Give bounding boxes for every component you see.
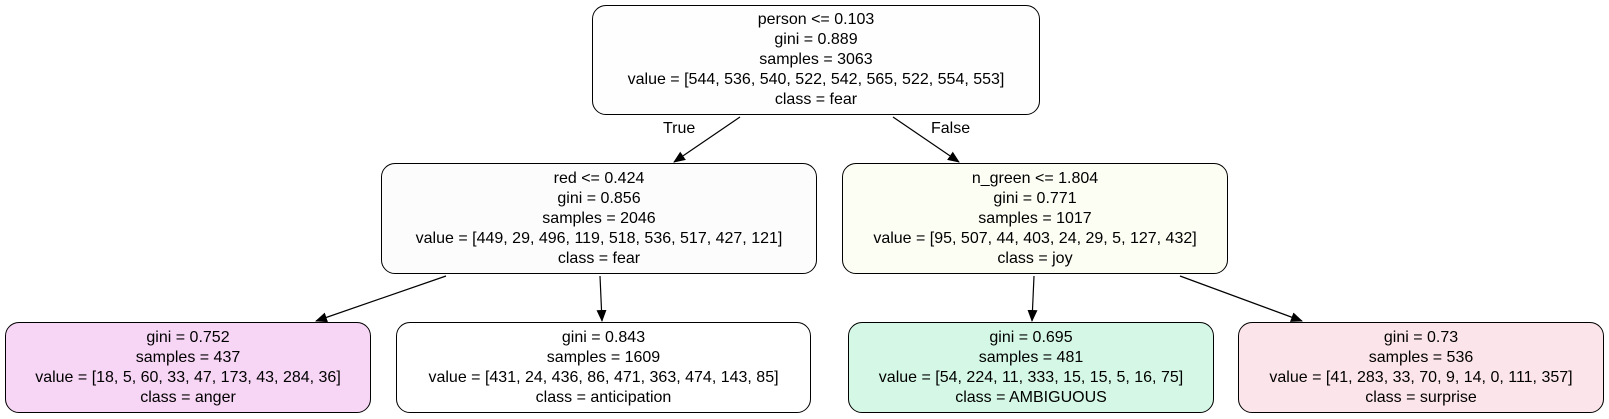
- node-class-text: class = fear: [557, 249, 641, 267]
- node-samples-text: samples = 536: [1368, 348, 1474, 366]
- node-samples-text: samples = 2046: [542, 209, 656, 227]
- node-class-text: class = surprise: [1365, 388, 1477, 406]
- tree-node-leaf-surprise: gini = 0.73 samples = 536 value = [41, 283…: [1238, 322, 1604, 413]
- node-samples-text: samples = 1017: [978, 209, 1092, 227]
- tree-node-leaf-ambiguous: gini = 0.695 samples = 481 value = [54, 22…: [848, 322, 1214, 413]
- node-value-text: value = [449, 29, 496, 119, 518, 536, 51…: [415, 229, 783, 247]
- node-split-text: red <= 0.424: [553, 169, 645, 187]
- node-samples-text: samples = 437: [135, 348, 241, 366]
- edge-label-false: False: [931, 120, 971, 137]
- node-samples-text: samples = 1609: [546, 348, 661, 366]
- tree-node-root: person <= 0.103 gini = 0.889 samples = 306…: [592, 5, 1040, 115]
- node-value-text: value = [54, 224, 11, 333, 15, 15, 5, 16…: [878, 368, 1184, 386]
- node-gini-text: gini = 0.752: [146, 328, 230, 346]
- node-class-text: class = joy: [997, 249, 1073, 267]
- tree-node-right: n_green <= 1.804 gini = 0.771 samples = 10…: [842, 163, 1228, 274]
- node-gini-text: gini = 0.771: [993, 189, 1077, 207]
- node-samples-text: samples = 481: [978, 348, 1084, 366]
- node-gini-text: gini = 0.889: [774, 31, 858, 48]
- node-gini-text: gini = 0.856: [557, 189, 641, 207]
- tree-node-leaf-anger: gini = 0.752 samples = 437 value = [18, 5,…: [5, 322, 371, 413]
- node-samples-text: samples = 3063: [759, 51, 873, 68]
- node-value-text: value = [41, 283, 33, 70, 9, 14, 0, 111,…: [1269, 368, 1573, 386]
- node-class-text: class = anger: [140, 388, 236, 406]
- edge-label-true: True: [663, 120, 696, 137]
- edge-right-to-leaf-surprise: [1179, 275, 1303, 322]
- tree-node-leaf-anticipation: gini = 0.843 samples = 1609 value = [431, …: [396, 322, 811, 413]
- node-split-text: person <= 0.103: [757, 11, 875, 28]
- node-gini-text: gini = 0.73: [1383, 328, 1459, 346]
- node-class-text: class = fear: [774, 91, 858, 108]
- node-gini-text: gini = 0.843: [561, 328, 646, 346]
- node-value-text: value = [18, 5, 60, 33, 47, 173, 43, 284…: [35, 368, 341, 386]
- edge-left-to-leaf-anticipation: [596, 275, 607, 322]
- node-class-text: class = anticipation: [535, 388, 672, 406]
- edge-root-to-left: [673, 116, 741, 163]
- edge-left-to-leaf-anger: [315, 275, 447, 323]
- node-gini-text: gini = 0.695: [989, 328, 1073, 346]
- tree-node-left: red <= 0.424 gini = 0.856 samples = 2046 va…: [381, 163, 817, 274]
- node-class-text: class = AMBIGUOUS: [955, 388, 1107, 406]
- node-split-text: n_green <= 1.804: [971, 169, 1099, 187]
- node-value-text: value = [544, 536, 540, 522, 542, 565, 5…: [627, 71, 1005, 88]
- node-value-text: value = [95, 507, 44, 403, 24, 29, 5, 12…: [873, 229, 1197, 247]
- edge-root-to-right: [892, 116, 960, 163]
- node-value-text: value = [431, 24, 436, 86, 471, 363, 474…: [428, 368, 779, 386]
- edge-right-to-leaf-ambiguous: [1027, 275, 1038, 322]
